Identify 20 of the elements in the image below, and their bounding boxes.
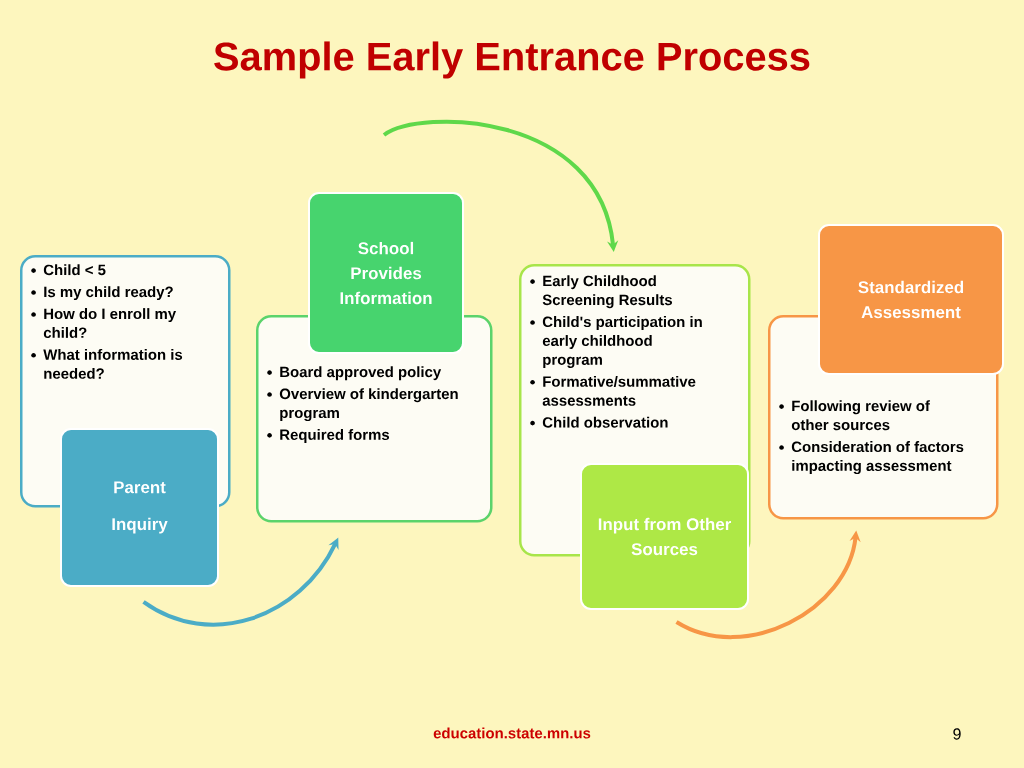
- bullet-text: Required forms: [267, 429, 390, 443]
- bullet-text: Overview of kindergarten program: [267, 388, 458, 422]
- step-box: Parent Inquiry: [60, 428, 219, 587]
- bullet-text: How do I enroll my child?: [31, 308, 177, 338]
- bullet-text: Child < 5: [31, 264, 106, 276]
- bullet-text: Board approved policy: [267, 366, 442, 381]
- step-box: Input from Other Sources: [580, 463, 749, 610]
- bullet-text: Child observation: [530, 416, 668, 428]
- bullet-text: What information is needed?: [31, 348, 183, 379]
- bullet-text: Child's participation in early childhood program: [530, 316, 702, 368]
- bullet-text: Formative/summative assessments: [530, 375, 696, 406]
- title: Sample Early Entrance Process: [214, 41, 810, 79]
- page-number: 9: [953, 728, 961, 740]
- bullet-text: Following review of other sources: [779, 400, 930, 431]
- bullet-text: Consideration of factors impacting assessment: [779, 441, 964, 475]
- step-box: School Provides Information: [308, 192, 464, 354]
- bullet-text: Is my child ready?: [31, 286, 173, 301]
- web-address: education.state.mn.us: [433, 727, 591, 739]
- step-box: Standardized Assessment: [818, 224, 1004, 375]
- bullet-text: Early Childhood Screening Results: [530, 275, 672, 309]
